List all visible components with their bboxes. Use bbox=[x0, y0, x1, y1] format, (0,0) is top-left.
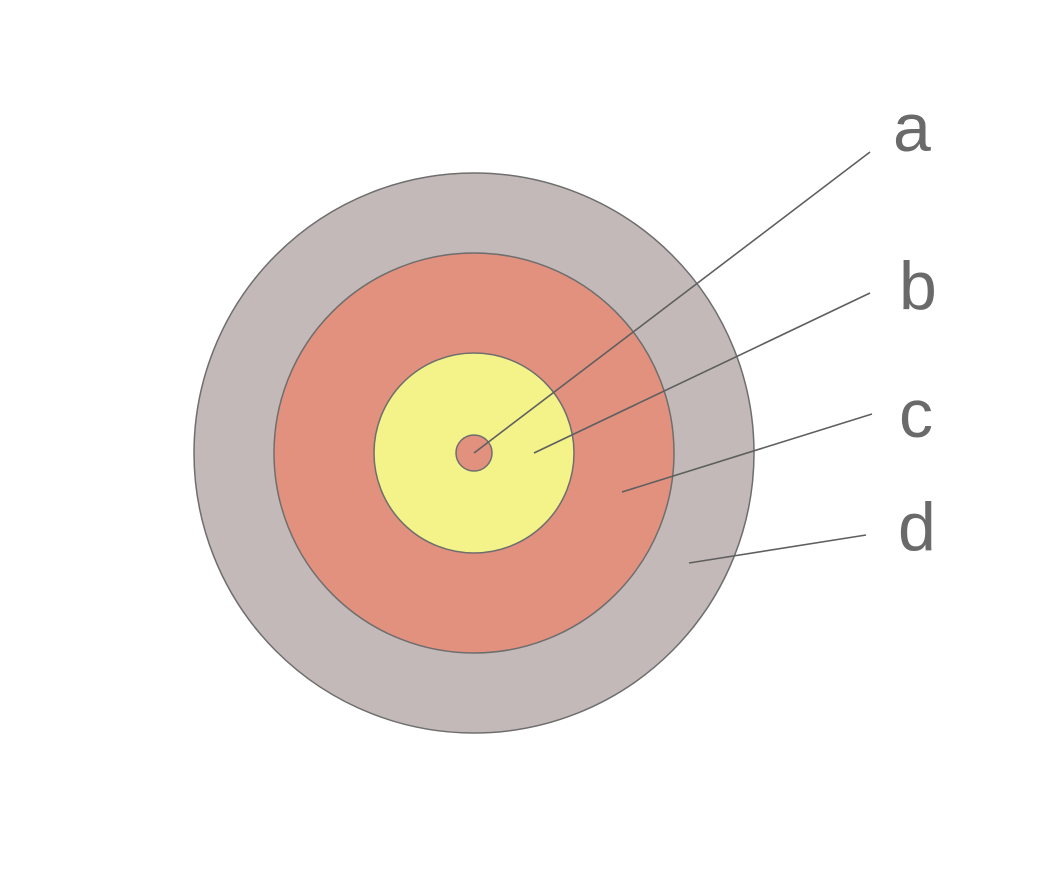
label-b: b bbox=[899, 248, 937, 324]
leader-line-b bbox=[533, 292, 871, 454]
label-c: c bbox=[899, 376, 933, 452]
label-a: a bbox=[893, 90, 931, 166]
label-d: d bbox=[898, 489, 936, 565]
leader-line-c bbox=[621, 413, 873, 493]
leader-line-d bbox=[688, 534, 867, 564]
leader-line-a bbox=[473, 151, 871, 454]
